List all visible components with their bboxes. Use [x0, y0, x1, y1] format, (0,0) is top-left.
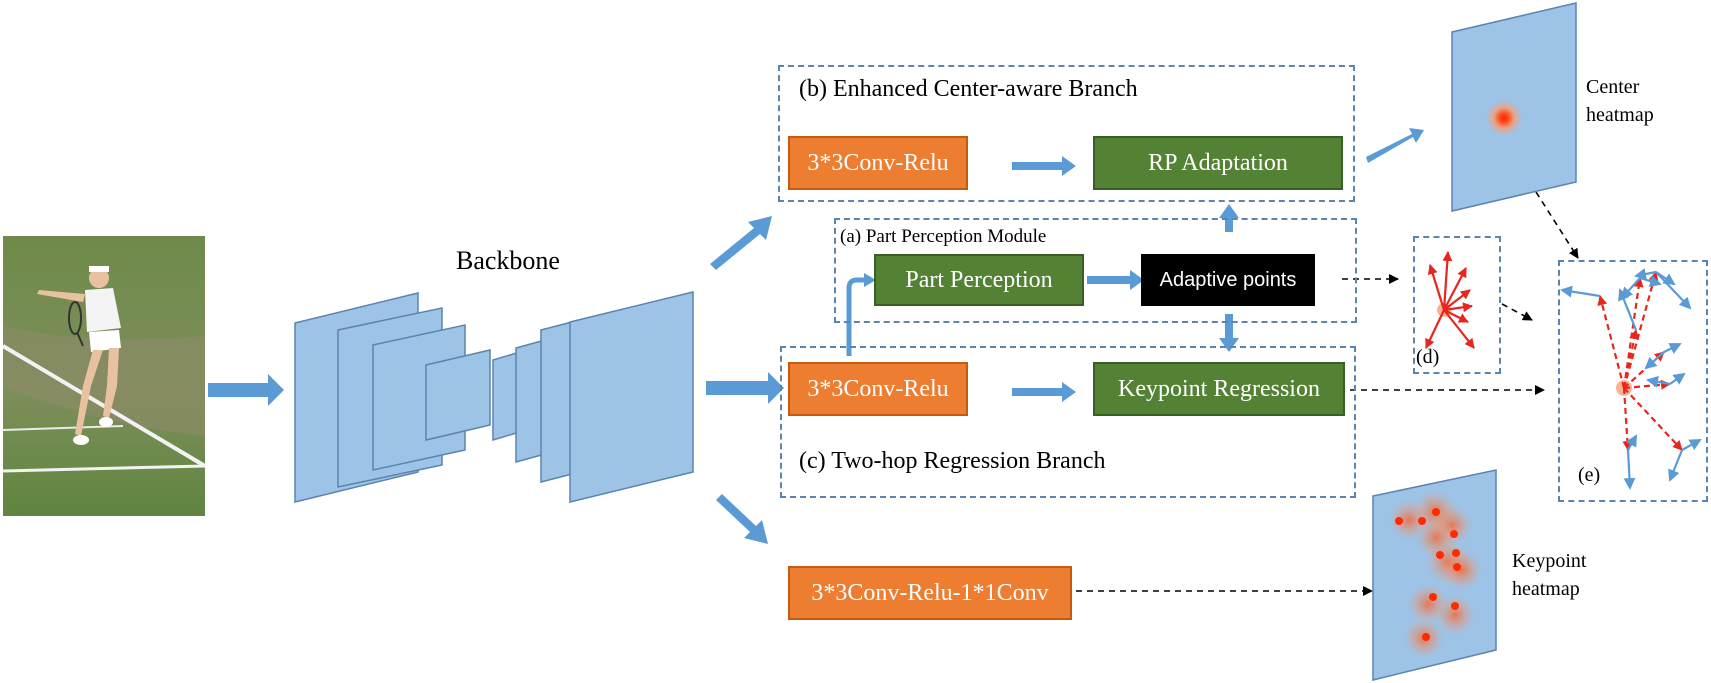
- keypoint-heatmap: [1372, 469, 1497, 681]
- input-arrow: [208, 374, 284, 406]
- regression-conv-block: 3*3Conv-Relu: [788, 362, 968, 416]
- part-perception-block: Part Perception: [874, 254, 1084, 306]
- conv-to-part-arrowhead: [864, 273, 876, 287]
- adaptive-points-block: Adaptive points: [1141, 254, 1315, 306]
- keypoint-regression-block: Keypoint Regression: [1093, 362, 1345, 416]
- panel-e-vectors: [1560, 268, 1702, 490]
- panel-d-box: [1413, 236, 1501, 374]
- center-branch-box: [778, 65, 1355, 202]
- keypoint-heatmap-label-line2: heatmap: [1512, 578, 1580, 600]
- panel-d-vectors: [1425, 251, 1475, 349]
- center-heatmap: [1451, 2, 1577, 212]
- center-branch-title: (b) Enhanced Center-aware Branch: [799, 76, 1138, 102]
- panel-d-label: (d): [1416, 346, 1440, 368]
- branch-arrows: [706, 128, 1424, 544]
- conv-to-part-arrow: [846, 277, 866, 356]
- keypoint-conv-block: 3*3Conv-Relu-1*1Conv: [788, 566, 1072, 620]
- part-perception-box: [834, 218, 1357, 323]
- center-conv-block: 3*3Conv-Relu: [788, 136, 968, 190]
- center-heatmap-label-line1: Center: [1586, 76, 1640, 98]
- dashed-arrows: [1076, 191, 1579, 596]
- regression-branch-title: (c) Two-hop Regression Branch: [799, 448, 1106, 474]
- input-image: [3, 236, 205, 516]
- backbone-label: Backbone: [456, 246, 560, 275]
- panel-e-label: (e): [1578, 464, 1601, 486]
- backbone-stack: [294, 291, 694, 503]
- keypoint-heatmap-label-line1: Keypoint: [1512, 550, 1587, 572]
- rp-adaptation-block: RP Adaptation: [1093, 136, 1343, 190]
- center-heatmap-label-line2: heatmap: [1586, 104, 1654, 126]
- part-perception-title: (a) Part Perception Module: [840, 226, 1047, 247]
- panel-e-box: [1558, 260, 1708, 502]
- regression-branch-box: [780, 346, 1356, 498]
